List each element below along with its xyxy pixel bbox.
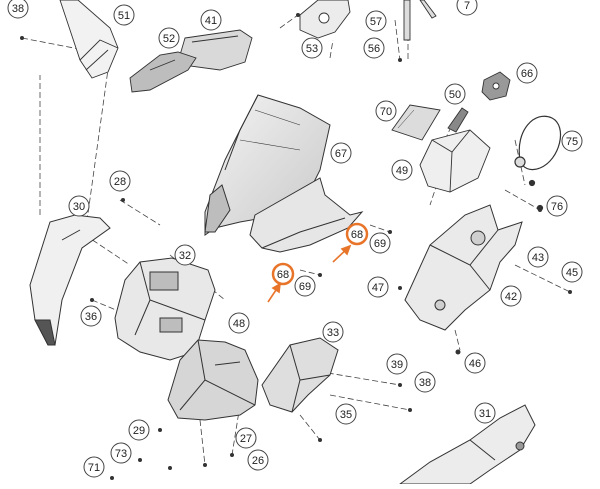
callout-69: 69 (369, 232, 391, 254)
callout-68-highlighted: 68 (345, 222, 369, 246)
callout-label: 68 (277, 269, 289, 281)
callout-33: 33 (322, 321, 344, 343)
callout-36: 36 (80, 305, 102, 327)
callout-label: 52 (163, 33, 175, 45)
bracket-part-51 (59, 0, 119, 79)
highlight-arrows (267, 244, 352, 303)
callout-label: 47 (372, 282, 384, 294)
callout-28: 28 (109, 170, 131, 192)
callout-label: 36 (85, 311, 97, 323)
callout-38: 38 (7, 0, 29, 19)
callout-label: 66 (521, 68, 533, 80)
callout-layer: 38 51 41 52 53 57 56 7 66 70 50 75 67 49… (7, 0, 583, 478)
mirror-part-41 (129, 29, 253, 93)
callout-43: 43 (527, 246, 549, 268)
callout-label: 33 (327, 327, 339, 339)
callout-label: 67 (335, 148, 347, 160)
callout-label: 48 (233, 318, 245, 330)
callout-label: 28 (114, 176, 126, 188)
callout-label: 31 (479, 408, 491, 420)
frame-part-48 (167, 339, 259, 421)
callout-75: 75 (561, 130, 583, 152)
small-screws (20, 13, 572, 480)
bracket-part-42 (404, 204, 523, 331)
callout-49: 49 (391, 159, 413, 181)
callout-53: 53 (301, 37, 323, 59)
callout-label: 69 (299, 281, 311, 293)
callout-52: 52 (158, 27, 180, 49)
callout-66: 66 (516, 62, 538, 84)
callout-41: 41 (200, 9, 222, 31)
callout-38: 38 (414, 371, 436, 393)
callout-label: 30 (73, 201, 85, 213)
callout-label: 73 (115, 448, 127, 460)
callout-label: 50 (449, 89, 461, 101)
callout-76: 76 (546, 195, 568, 217)
callout-label: 41 (205, 15, 217, 27)
callout-27: 27 (235, 427, 257, 449)
callout-31: 31 (474, 402, 496, 424)
callout-35: 35 (335, 403, 357, 425)
callout-45: 45 (561, 261, 583, 283)
fairing-part-67-lower (204, 177, 364, 253)
callout-label: 70 (380, 106, 392, 118)
callout-label: 43 (532, 252, 544, 264)
callout-label: 35 (340, 409, 352, 421)
callout-47: 47 (367, 276, 389, 298)
callout-label: 38 (419, 377, 431, 389)
callout-71: 71 (83, 456, 105, 478)
callout-label: 75 (566, 136, 578, 148)
side-panel-part-30 (29, 214, 111, 346)
trim-part-31 (398, 404, 536, 485)
callout-26: 26 (247, 449, 269, 471)
callout-label: 51 (118, 10, 130, 22)
callout-48: 48 (228, 312, 250, 334)
callout-68-highlighted: 68 (271, 262, 295, 286)
callout-50: 50 (444, 83, 466, 105)
bracket-part-53 (299, 0, 351, 39)
clamp-part-66 (481, 71, 511, 101)
callout-label: 7 (464, 0, 470, 12)
callout-label: 32 (179, 250, 191, 262)
callout-56: 56 (363, 37, 385, 59)
callout-label: 38 (12, 3, 24, 15)
callout-51: 51 (113, 4, 135, 26)
callout-label: 27 (240, 433, 252, 445)
callout-label: 57 (370, 16, 382, 28)
callout-73: 73 (110, 442, 132, 464)
callout-67: 67 (330, 142, 352, 164)
callout-7: 7 (456, 0, 478, 16)
cover-part-70 (391, 104, 441, 141)
callout-29: 29 (128, 419, 150, 441)
callout-label: 56 (368, 43, 380, 55)
callout-label: 71 (88, 462, 100, 474)
callout-label: 45 (566, 267, 578, 279)
callout-32: 32 (174, 244, 196, 266)
callout-label: 26 (252, 455, 264, 467)
callout-label: 42 (505, 291, 517, 303)
callout-label: 49 (396, 165, 408, 177)
callout-label: 76 (551, 201, 563, 213)
callout-label: 46 (469, 358, 481, 370)
callout-46: 46 (464, 352, 486, 374)
callout-42: 42 (500, 285, 522, 307)
callout-70: 70 (375, 100, 397, 122)
callout-label: 53 (306, 43, 318, 55)
callout-57: 57 (365, 10, 387, 32)
frame-part-32 (114, 257, 216, 361)
bracket-part-49 (419, 107, 491, 193)
callout-30: 30 (68, 195, 90, 217)
bracket-part-33 (261, 337, 339, 413)
callout-label: 39 (391, 359, 403, 371)
callout-39: 39 (386, 353, 408, 375)
callout-label: 69 (374, 238, 386, 250)
callout-69: 69 (294, 275, 316, 297)
screw-part-7 (403, 0, 437, 41)
callout-label: 29 (133, 425, 145, 437)
callout-label: 68 (351, 229, 363, 241)
